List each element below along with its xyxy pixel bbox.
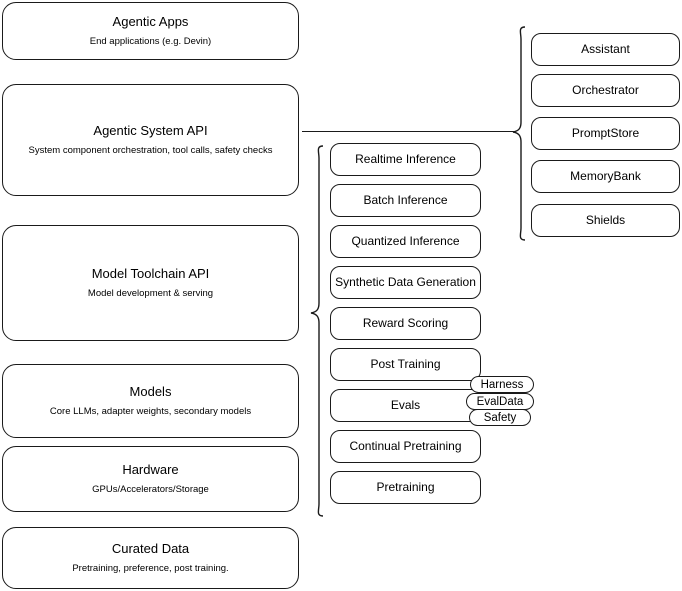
component-label: Quantized Inference (351, 234, 460, 248)
component-label: Synthetic Data Generation (335, 275, 476, 289)
agentic-component-promptstore[interactable]: PromptStore (531, 117, 680, 150)
brace-agentic-components (512, 26, 526, 241)
component-label: Continual Pretraining (349, 439, 462, 453)
component-label: MemoryBank (570, 169, 641, 183)
toolchain-component-pretraining[interactable]: Pretraining (330, 471, 481, 504)
layer-title: Models (129, 384, 172, 400)
layer-box-model-toolchain-api[interactable]: Model Toolchain API Model development & … (2, 225, 299, 341)
layer-subtitle: GPUs/Accelerators/Storage (92, 483, 209, 495)
layer-title: Agentic System API (93, 123, 208, 139)
layer-subtitle: End applications (e.g. Devin) (89, 35, 212, 47)
layer-box-agentic-apps[interactable]: Agentic Apps End applications (e.g. Devi… (2, 2, 299, 60)
layer-title: Model Toolchain API (91, 266, 210, 282)
agentic-component-orchestrator[interactable]: Orchestrator (531, 74, 680, 107)
evals-badge-label: Harness (480, 378, 524, 391)
toolchain-component-realtime-inference[interactable]: Realtime Inference (330, 143, 481, 176)
toolchain-component-quantized-inference[interactable]: Quantized Inference (330, 225, 481, 258)
layer-title: Agentic Apps (112, 14, 189, 30)
evals-badge-label: Safety (483, 411, 517, 424)
toolchain-component-continual-pretraining[interactable]: Continual Pretraining (330, 430, 481, 463)
agentic-component-shields[interactable]: Shields (531, 204, 680, 237)
agentic-component-assistant[interactable]: Assistant (531, 33, 680, 66)
layer-subtitle: Core LLMs, adapter weights, secondary mo… (49, 405, 252, 417)
component-label: Orchestrator (572, 83, 639, 97)
agentic-component-memorybank[interactable]: MemoryBank (531, 160, 680, 193)
layer-subtitle: Model development & serving (87, 287, 214, 299)
layer-box-models[interactable]: Models Core LLMs, adapter weights, secon… (2, 364, 299, 438)
component-label: Evals (390, 398, 421, 412)
component-label: Assistant (581, 42, 630, 56)
layer-box-curated-data[interactable]: Curated Data Pretraining, preference, po… (2, 527, 299, 589)
connector-line-agentic-system-to-components (302, 131, 514, 132)
component-label: Batch Inference (363, 193, 448, 207)
evals-badge-harness[interactable]: Harness (470, 376, 534, 393)
layer-title: Curated Data (111, 541, 190, 557)
layer-box-hardware[interactable]: Hardware GPUs/Accelerators/Storage (2, 446, 299, 512)
component-label: Pretraining (376, 480, 435, 494)
evals-badge-evaldata[interactable]: EvalData (466, 393, 534, 410)
layer-box-agentic-system-api[interactable]: Agentic System API System component orch… (2, 84, 299, 196)
toolchain-component-post-training[interactable]: Post Training (330, 348, 481, 381)
component-label: PromptStore (571, 126, 640, 140)
component-label: Realtime Inference (355, 152, 456, 166)
toolchain-component-batch-inference[interactable]: Batch Inference (330, 184, 481, 217)
layer-title: Hardware (122, 462, 179, 478)
toolchain-component-synthetic-data-generation[interactable]: Synthetic Data Generation (330, 266, 481, 299)
layer-subtitle: System component orchestration, tool cal… (28, 144, 273, 156)
component-label: Post Training (370, 357, 441, 371)
component-label: Reward Scoring (362, 316, 449, 330)
brace-toolchain-components (310, 145, 324, 517)
evals-badge-safety[interactable]: Safety (469, 409, 531, 426)
layer-subtitle: Pretraining, preference, post training. (72, 562, 229, 574)
toolchain-component-reward-scoring[interactable]: Reward Scoring (330, 307, 481, 340)
toolchain-component-evals[interactable]: Evals (330, 389, 481, 422)
evals-badge-label: EvalData (476, 395, 524, 408)
component-label: Shields (585, 213, 626, 227)
